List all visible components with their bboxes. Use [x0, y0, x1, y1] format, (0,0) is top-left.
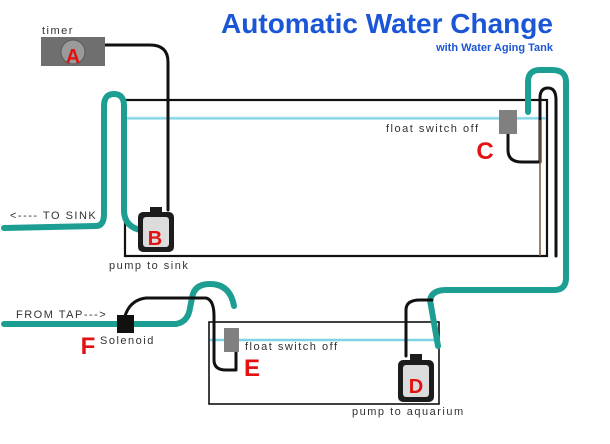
float-switch-e-label: float switch off — [245, 341, 339, 353]
timer-label: timer — [42, 25, 74, 37]
marker-d: D — [409, 376, 423, 398]
pump-icon — [138, 207, 174, 252]
pump-to-aquarium-label: pump to aquarium — [352, 406, 465, 418]
supply-tube-from-tap — [1, 281, 237, 327]
float-switch-e-icon — [224, 328, 239, 352]
float-switch-c-wire — [506, 86, 558, 258]
marker-b: B — [148, 228, 162, 250]
pump-d-icon — [398, 354, 434, 402]
float-switch-c-label: float switch off — [386, 123, 480, 135]
timer-to-pump-wire — [102, 43, 170, 212]
diagram-subtitle: with Water Aging Tank — [435, 42, 554, 54]
solenoid-valve-icon — [117, 315, 134, 333]
from-tap-label: FROM TAP---> — [16, 309, 107, 321]
solenoid-wire — [123, 296, 238, 372]
marker-a: A — [66, 46, 80, 68]
return-tube-to-aquarium — [427, 67, 569, 349]
pump-d-wire — [404, 298, 434, 358]
marker-c: C — [476, 138, 493, 165]
solenoid-label: Solenoid — [100, 335, 155, 347]
aquarium-tank — [123, 98, 549, 258]
marker-f: F — [81, 333, 96, 360]
float-switch-icon — [499, 110, 517, 134]
timer-box-icon — [41, 37, 105, 66]
diagram-title: Automatic Water Change — [221, 8, 553, 39]
drain-tube-to-sink — [1, 91, 143, 233]
pump-to-sink-label: pump to sink — [109, 260, 189, 272]
marker-e: E — [244, 355, 260, 382]
to-sink-label: <---- TO SINK — [10, 210, 97, 222]
aging-tank — [208, 321, 440, 405]
